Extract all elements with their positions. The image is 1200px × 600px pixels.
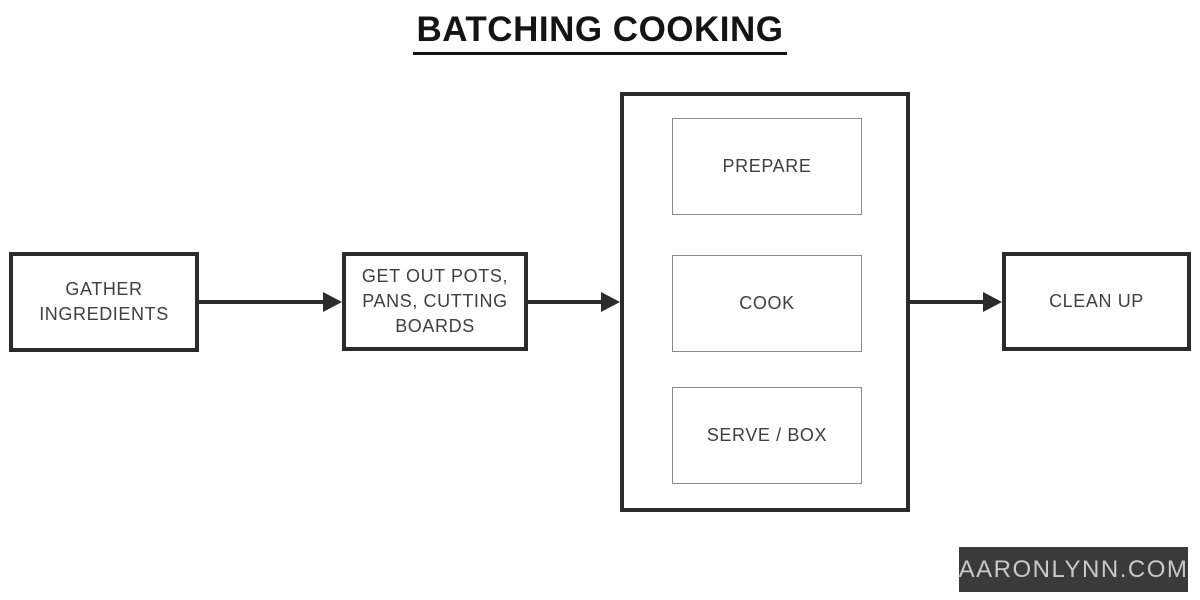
node-gather-ingredients-label: GATHER INGREDIENTS bbox=[39, 278, 169, 324]
arrow-shaft bbox=[910, 300, 985, 304]
node-get-out-pots-label: GET OUT POTS, PANS, CUTTING BOARDS bbox=[361, 265, 509, 337]
subnode-prepare-label: PREPARE bbox=[722, 156, 812, 176]
node-clean-up: CLEAN UP bbox=[1002, 252, 1191, 351]
node-gather-ingredients: GATHER INGREDIENTS bbox=[9, 252, 199, 352]
watermark-text: AARONLYNN.COM bbox=[958, 555, 1189, 583]
diagram-title: BATCHING COOKING bbox=[0, 10, 1200, 55]
arrowhead-icon bbox=[983, 292, 1002, 312]
arrowhead-icon bbox=[601, 292, 620, 312]
arrowhead-icon bbox=[323, 292, 342, 312]
diagram-title-text: BATCHING COOKING bbox=[413, 10, 787, 55]
subnode-prepare: PREPARE bbox=[672, 118, 862, 215]
node-get-out-pots: GET OUT POTS, PANS, CUTTING BOARDS bbox=[342, 252, 528, 351]
arrow-shaft bbox=[528, 300, 603, 304]
watermark-badge: AARONLYNN.COM bbox=[959, 547, 1188, 592]
node-clean-up-label: CLEAN UP bbox=[1049, 290, 1144, 311]
arrow-shaft bbox=[199, 300, 326, 304]
subnode-cook: COOK bbox=[672, 255, 862, 352]
subnode-serve-box: SERVE / BOX bbox=[672, 387, 862, 484]
group-batch-steps: PREPARE COOK SERVE / BOX bbox=[620, 92, 910, 512]
subnode-cook-label: COOK bbox=[739, 293, 795, 313]
subnode-serve-box-label: SERVE / BOX bbox=[706, 425, 828, 445]
